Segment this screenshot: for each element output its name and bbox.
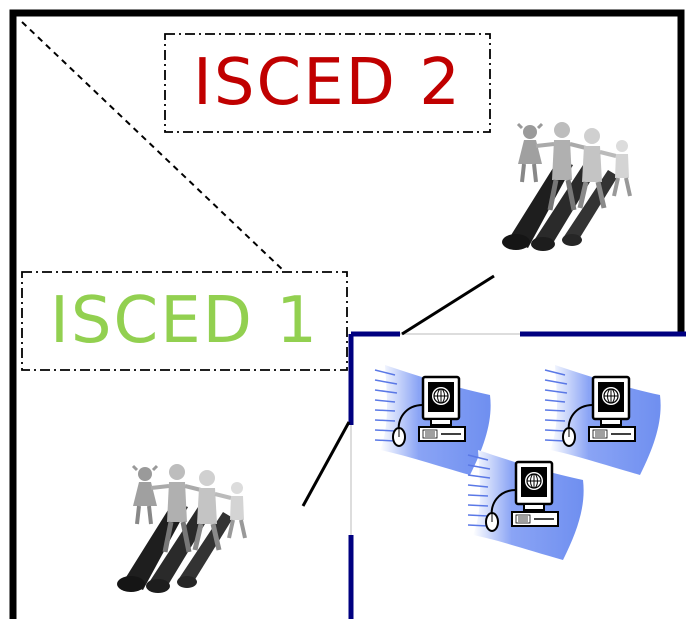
children-group-icon-bottom	[117, 464, 245, 593]
isced2-label: ISCED 2	[193, 46, 462, 120]
connector-line-left	[301, 421, 351, 507]
connector-line-top	[401, 274, 495, 336]
children-group-icon-top	[502, 122, 630, 251]
isced2-box	[164, 33, 491, 133]
isced1-box	[21, 271, 348, 371]
isced1-label: ISCED 1	[50, 284, 319, 358]
diagonal-dashed-line	[21, 21, 286, 273]
outer-frame	[9, 9, 685, 619]
